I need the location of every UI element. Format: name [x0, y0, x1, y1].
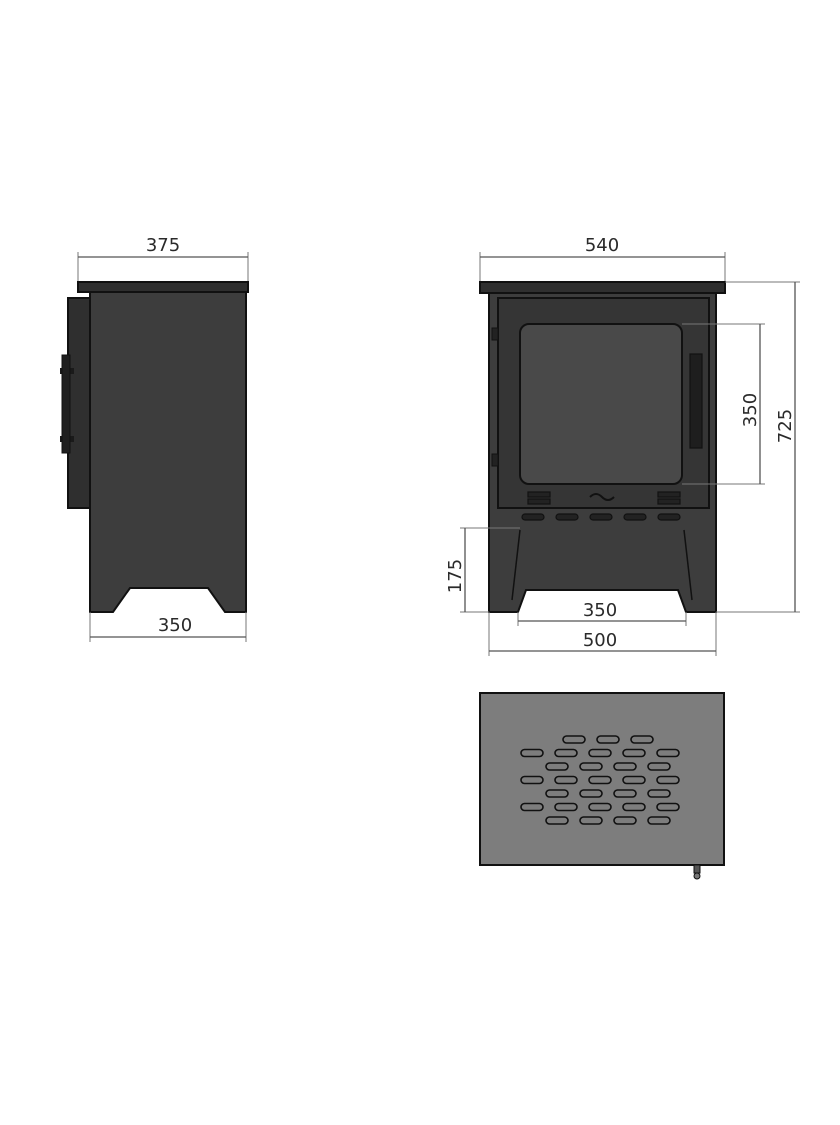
vent-slot	[579, 789, 603, 798]
hinge-top	[491, 327, 499, 341]
leg-height-label: 175	[445, 559, 466, 593]
vent-slot	[545, 762, 569, 771]
body-width-dimension: 500	[488, 612, 717, 656]
left-leg-edge	[511, 529, 521, 601]
flue-knob	[693, 864, 701, 880]
vent-slot	[622, 802, 646, 812]
door-vents	[527, 491, 681, 505]
front-top-plate	[479, 281, 726, 294]
glass-height-dimension: 350	[682, 323, 765, 485]
hinge-bottom	[491, 453, 499, 467]
opening-width-dimension: 350	[517, 600, 687, 626]
side-top-width-dimension: 375	[77, 235, 249, 282]
side-top-plate	[77, 281, 249, 293]
right-leg-edge	[683, 529, 693, 601]
glass-height-label: 350	[740, 393, 761, 427]
front-view: 540	[445, 235, 800, 656]
body-width-label: 500	[583, 630, 617, 651]
top-view	[479, 692, 725, 880]
vent-slot	[647, 762, 671, 771]
logo-mark	[589, 493, 615, 501]
ash-pan-vents	[521, 513, 681, 521]
front-top-width-dimension: 540	[479, 235, 726, 282]
side-door-edge	[67, 297, 91, 509]
total-height-dimension: 725	[716, 281, 800, 613]
front-glass-window	[519, 323, 683, 485]
vent-slot	[520, 775, 544, 785]
opening-width-label: 350	[583, 600, 617, 621]
vent-slot	[579, 816, 603, 825]
vent-slot	[588, 802, 612, 812]
side-view: 375 350	[60, 235, 249, 642]
vent-slot	[647, 789, 671, 798]
leg-height-dimension: 175	[445, 527, 520, 613]
vent-slot	[562, 735, 586, 744]
side-base-width-dimension: 350	[89, 612, 247, 642]
side-top-width-label: 375	[146, 235, 180, 256]
side-base-width-label: 350	[158, 615, 192, 636]
vent-slot	[656, 775, 680, 785]
side-door-handle	[60, 354, 74, 454]
vent-slot	[656, 748, 680, 758]
vent-slot	[647, 816, 671, 825]
vent-slot	[622, 775, 646, 785]
top-vent-slots	[520, 735, 680, 825]
vent-slot	[588, 775, 612, 785]
vent-slot	[554, 802, 578, 812]
vent-slot	[588, 748, 612, 758]
vent-slot	[596, 735, 620, 744]
front-door-handle	[689, 353, 703, 449]
vent-slot	[613, 762, 637, 771]
vent-slot	[613, 789, 637, 798]
vent-slot	[579, 762, 603, 771]
vent-slot	[554, 775, 578, 785]
vent-slot	[545, 789, 569, 798]
vent-slot	[630, 735, 654, 744]
vent-slot	[656, 802, 680, 812]
vent-slot	[622, 748, 646, 758]
front-top-width-label: 540	[585, 235, 619, 256]
vent-slot	[545, 816, 569, 825]
total-height-label: 725	[775, 409, 796, 443]
side-body	[89, 291, 247, 613]
vent-slot	[520, 748, 544, 758]
vent-slot	[520, 802, 544, 812]
vent-slot	[613, 816, 637, 825]
vent-slot	[554, 748, 578, 758]
